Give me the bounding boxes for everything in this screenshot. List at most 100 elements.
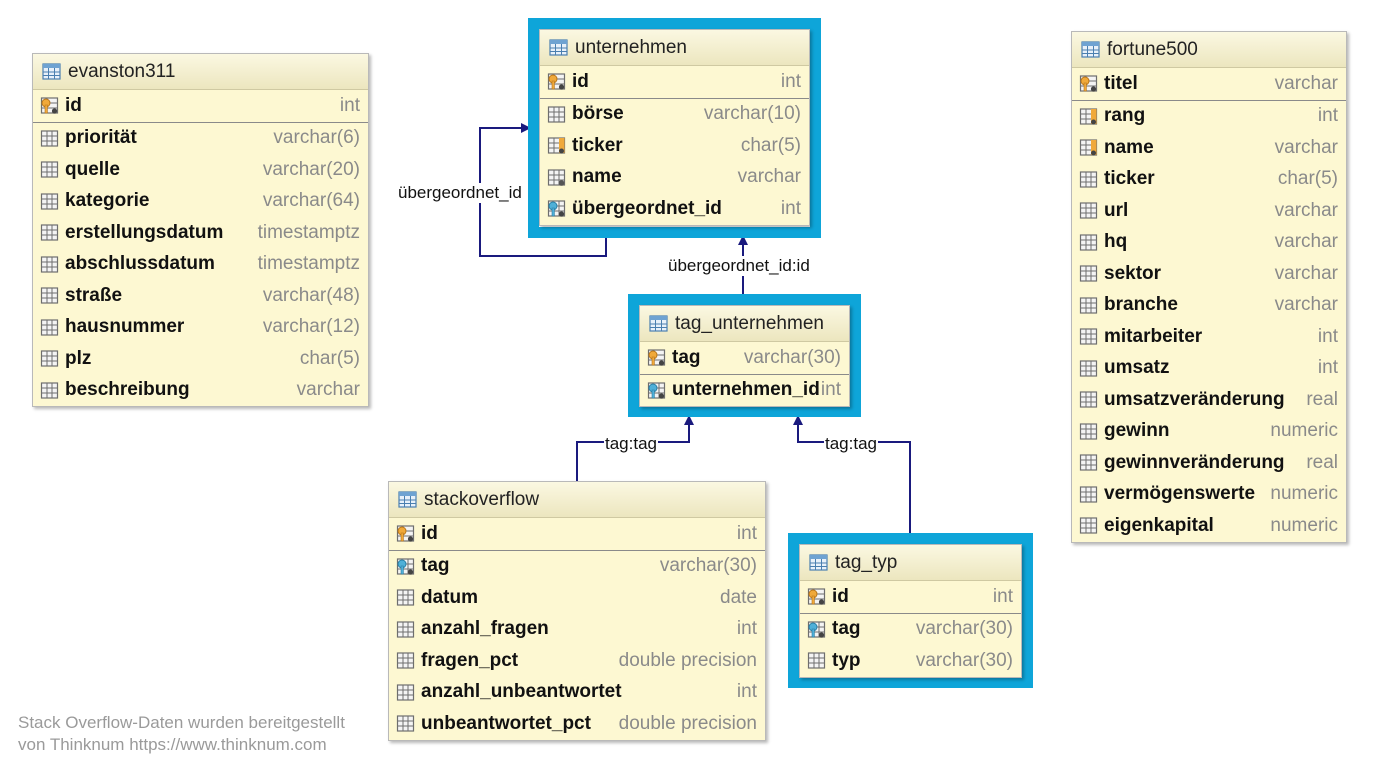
- table-header[interactable]: tag_unternehmen: [640, 306, 849, 342]
- column-name: anzahl_unbeantwortet: [421, 681, 622, 703]
- column-row[interactable]: vermögenswerte numeric: [1072, 479, 1346, 511]
- table-title: tag_unternehmen: [675, 312, 824, 334]
- table-header[interactable]: tag_typ: [800, 545, 1021, 581]
- column-type: char(5): [1277, 168, 1338, 190]
- column-row[interactable]: anzahl_unbeantwortet int: [389, 677, 765, 709]
- column-type: varchar: [1274, 199, 1338, 221]
- foreign-key-icon: [807, 620, 826, 639]
- credit-note: Stack Overflow-Daten wurden bereitgestel…: [18, 712, 345, 756]
- column-name: anzahl_fragen: [421, 618, 549, 640]
- column-name: umsatz: [1104, 357, 1170, 379]
- primary-key-icon: [40, 96, 59, 115]
- column-type: varchar(64): [262, 190, 360, 212]
- table-title: stackoverflow: [424, 488, 540, 510]
- foreign-key-icon: [647, 381, 666, 400]
- primary-key-icon: [647, 348, 666, 367]
- column-type: int: [780, 70, 801, 92]
- column-name: unbeantwortet_pct: [421, 712, 591, 734]
- column-icon: [1079, 201, 1098, 220]
- column-icon: [40, 160, 59, 179]
- column-name: vermögenswerte: [1104, 483, 1256, 505]
- table-header[interactable]: unternehmen: [540, 30, 809, 66]
- column-type: int: [780, 197, 801, 219]
- column-name: beschreibung: [65, 379, 190, 401]
- table-header[interactable]: stackoverflow: [389, 482, 765, 518]
- unique-column-icon: [547, 136, 566, 155]
- primary-key-icon: [396, 524, 415, 543]
- table-header[interactable]: fortune500: [1072, 32, 1346, 68]
- column-type: varchar: [737, 166, 801, 188]
- column-type: timestamptz: [257, 221, 360, 243]
- column-name: rang: [1104, 105, 1146, 127]
- column-icon: [1079, 296, 1098, 315]
- column-type: numeric: [1270, 420, 1338, 442]
- column-name: titel: [1104, 72, 1138, 94]
- column-name: url: [1104, 199, 1129, 221]
- table-title: unternehmen: [575, 36, 687, 58]
- table-icon: [549, 38, 568, 57]
- column-type: real: [1306, 451, 1338, 473]
- column-name: börse: [572, 103, 624, 125]
- column-name: id: [421, 522, 438, 544]
- column-type: char(5): [299, 347, 360, 369]
- column-type: varchar: [1274, 136, 1338, 158]
- column-row[interactable]: name varchar: [1072, 132, 1346, 164]
- column-name: straße: [65, 284, 123, 306]
- column-name: typ: [832, 649, 861, 671]
- column-row[interactable]: url varchar: [1072, 195, 1346, 227]
- column-icon: [40, 255, 59, 274]
- column-type: varchar: [1274, 294, 1338, 316]
- column-icon: [40, 381, 59, 400]
- column-type: numeric: [1270, 483, 1338, 505]
- column-name: name: [1104, 136, 1154, 158]
- column-type: int: [736, 681, 757, 703]
- column-icon: [40, 129, 59, 148]
- table-header[interactable]: evanston311: [33, 54, 368, 90]
- credit-line-2: von Thinknum https://www.thinknum.com: [18, 735, 327, 754]
